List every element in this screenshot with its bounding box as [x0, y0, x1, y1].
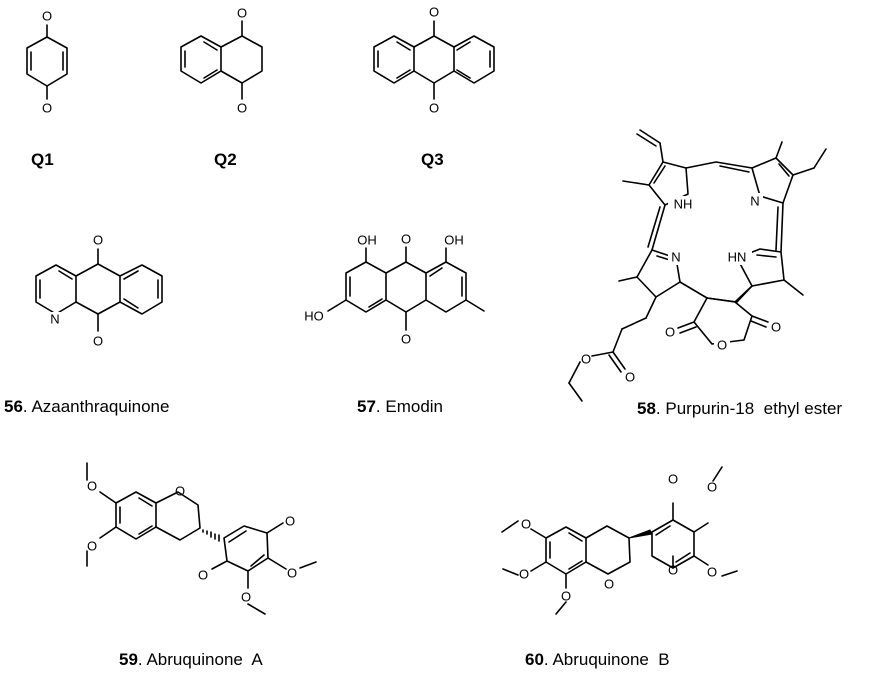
atom-n: N	[50, 312, 59, 327]
atom-o: O	[581, 352, 591, 367]
compound-number: 60	[525, 650, 544, 669]
atom-o: O	[717, 338, 727, 353]
atom-o: O	[93, 334, 103, 349]
atom-o: O	[175, 484, 185, 499]
atom-o: O	[198, 568, 208, 583]
atom-nh: NH	[674, 197, 693, 212]
structure-56: N O O	[35, 233, 163, 349]
caption-56: 56. Azaanthraquinone	[4, 397, 170, 416]
atom-o: O	[668, 472, 678, 487]
compound-name: Abruquinone B	[552, 650, 670, 669]
atom-o: O	[521, 517, 531, 532]
atom-n: N	[750, 194, 759, 209]
atom-o: O	[561, 589, 571, 604]
atom-o: O	[287, 566, 297, 581]
structure-60: O O O O O O O O	[501, 466, 738, 615]
atom-ho: HO	[304, 309, 324, 324]
atom-o: O	[87, 479, 97, 494]
compound-number: 57	[357, 397, 376, 416]
atom-o: O	[668, 563, 678, 578]
atom-o: O	[401, 332, 411, 347]
atom-n: N	[671, 250, 680, 265]
compound-name: Purpurin-18 ethyl ester	[665, 399, 843, 418]
atom-oh: OH	[357, 233, 377, 248]
compound-name: Emodin	[385, 397, 444, 416]
atom-o: O	[429, 101, 439, 116]
stereo-bond	[628, 529, 653, 539]
atom-o: O	[771, 320, 781, 335]
atom-o: O	[707, 565, 717, 580]
atom-o: O	[401, 232, 411, 247]
compound-name: Azaanthraquinone	[31, 397, 170, 416]
atom-o: O	[241, 590, 251, 605]
structure-q2: O O	[180, 6, 263, 116]
compound-number: 58	[637, 399, 656, 418]
label-q3: Q3	[421, 150, 444, 169]
structure-q3: O O	[373, 5, 495, 116]
caption-59: 59. Abruquinone A	[119, 650, 263, 669]
caption-60: 60. Abruquinone B	[525, 650, 670, 669]
atom-o: O	[519, 567, 529, 582]
caption-57: 57. Emodin	[357, 397, 444, 416]
structure-59: O O O O O O O	[86, 462, 317, 615]
label-q2: Q2	[214, 150, 237, 169]
caption-58: 58. Purpurin-18 ethyl ester	[637, 399, 843, 418]
structure-q1: O O	[26, 9, 68, 116]
atom-o: O	[42, 9, 52, 24]
label-q1: Q1	[31, 150, 54, 169]
structure-57: O O OH OH HO	[304, 232, 485, 347]
atom-oh: OH	[444, 233, 464, 248]
atom-o: O	[429, 5, 439, 20]
atom-o: O	[665, 325, 675, 340]
atom-o: O	[93, 233, 103, 248]
atom-o: O	[237, 101, 247, 116]
compound-number: 56	[4, 397, 23, 416]
atom-o: O	[237, 6, 247, 21]
compound-number: 59	[119, 650, 138, 669]
structure-58: NH N N HN O O O O O	[568, 129, 827, 402]
compound-name: Abruquinone A	[146, 650, 263, 669]
atom-hn: HN	[728, 250, 747, 265]
atom-o: O	[285, 514, 295, 529]
atom-o: O	[87, 539, 97, 554]
stereo-bond	[202, 529, 220, 542]
atom-o: O	[707, 480, 717, 495]
atom-o: O	[625, 370, 635, 385]
atom-o: O	[604, 577, 614, 592]
atom-o: O	[42, 101, 52, 116]
